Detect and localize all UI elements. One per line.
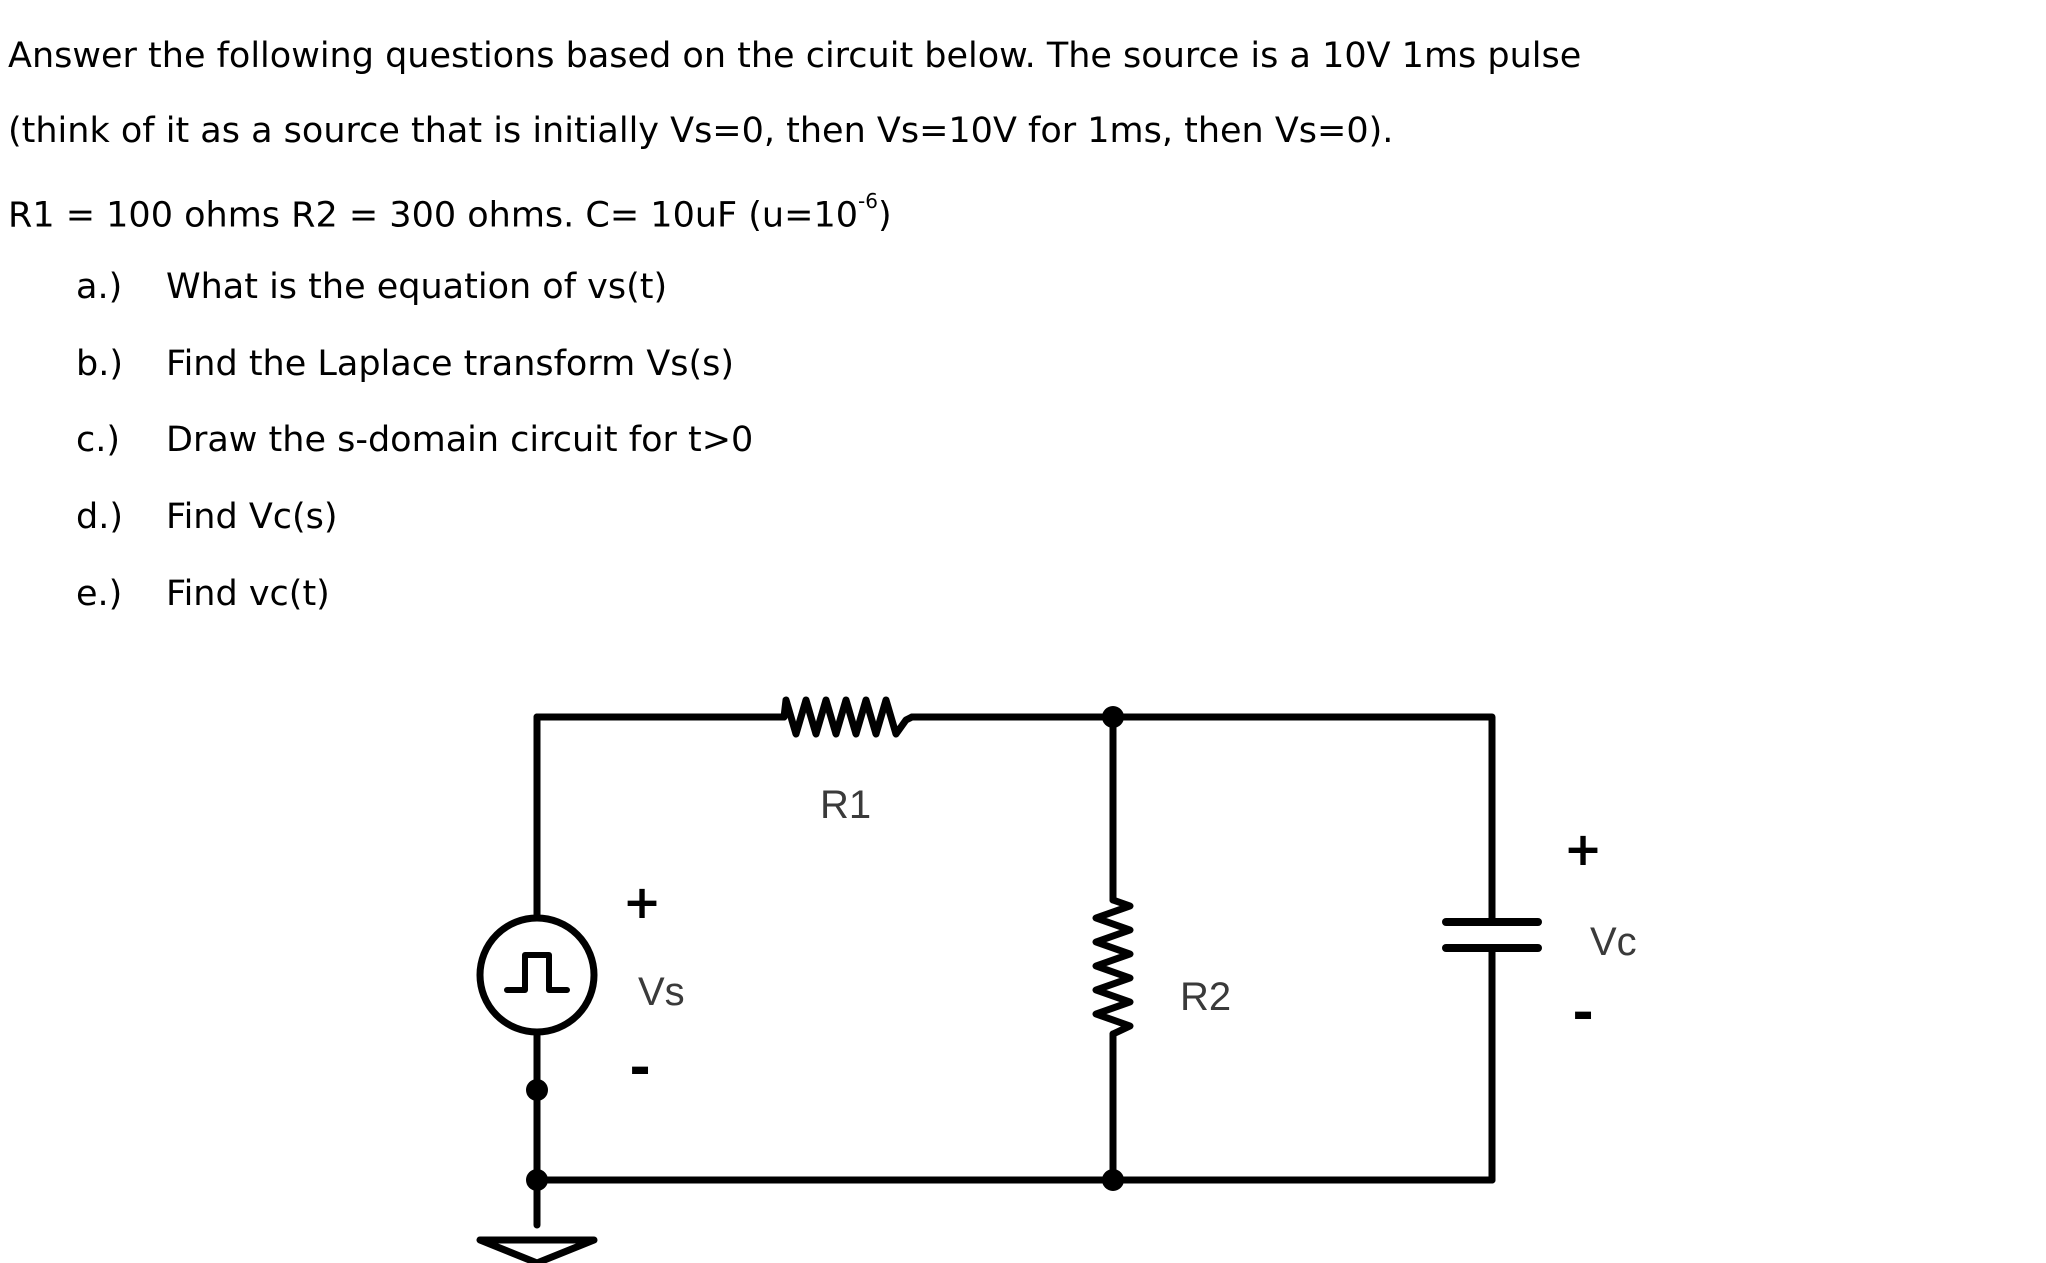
question-text: What is the equation of vs(t) xyxy=(166,267,668,307)
question-text: Find Vc(s) xyxy=(166,497,338,537)
junction-top xyxy=(1102,706,1124,728)
intro-line-3: R1 = 100 ohms R2 = 300 ohms. C= 10uF (u=… xyxy=(8,169,892,254)
vs-plus-sign: + xyxy=(623,875,662,929)
question-e: e.) Find vc(t) xyxy=(76,569,330,619)
question-a: a.) What is the equation of vs(t) xyxy=(76,262,667,312)
question-c: c.) Draw the s-domain circuit for t>0 xyxy=(76,415,753,465)
question-text: Find vc(t) xyxy=(166,574,330,614)
question-label: d.) xyxy=(76,497,123,537)
question-d: d.) Find Vc(s) xyxy=(76,492,338,542)
r1-resistor xyxy=(780,696,916,738)
question-text: Find the Laplace transform Vs(s) xyxy=(166,344,735,384)
question-text: Draw the s-domain circuit for t>0 xyxy=(166,420,754,460)
vs-label: Vs xyxy=(638,970,685,1014)
capacitor-gap xyxy=(1480,926,1504,944)
junction-bottom-r2 xyxy=(1102,1169,1124,1191)
junction-left xyxy=(526,1079,548,1101)
component-values: R1 = 100 ohms R2 = 300 ohms. C= 10uF (u=… xyxy=(8,195,858,236)
pulse-source xyxy=(476,914,598,1036)
intro-line-1: Answer the following questions based on … xyxy=(8,36,1582,76)
vc-plus-sign: + xyxy=(1564,822,1603,876)
r2-resistor xyxy=(1092,896,1134,1038)
intro-line-2: (think of it as a source that is initial… xyxy=(8,111,1394,151)
question-b: b.) Find the Laplace transform Vs(s) xyxy=(76,339,734,389)
question-label: a.) xyxy=(76,267,123,307)
question-label: b.) xyxy=(76,344,123,384)
closing-paren: ) xyxy=(877,195,892,236)
wire-top-right xyxy=(908,713,1496,1184)
junction-bottom-left xyxy=(526,1169,548,1191)
vc-minus-sign: - xyxy=(1572,983,1594,1043)
pulse-source-icon xyxy=(504,952,570,993)
question-label: c.) xyxy=(76,420,121,460)
ground-symbol xyxy=(476,1236,598,1263)
vc-label: Vc xyxy=(1590,920,1637,964)
question-label: e.) xyxy=(76,574,123,614)
r2-label: R2 xyxy=(1180,975,1231,1019)
exponent: -6 xyxy=(857,189,878,213)
r1-label: R1 xyxy=(820,783,871,827)
vs-minus-sign: - xyxy=(629,1038,651,1098)
